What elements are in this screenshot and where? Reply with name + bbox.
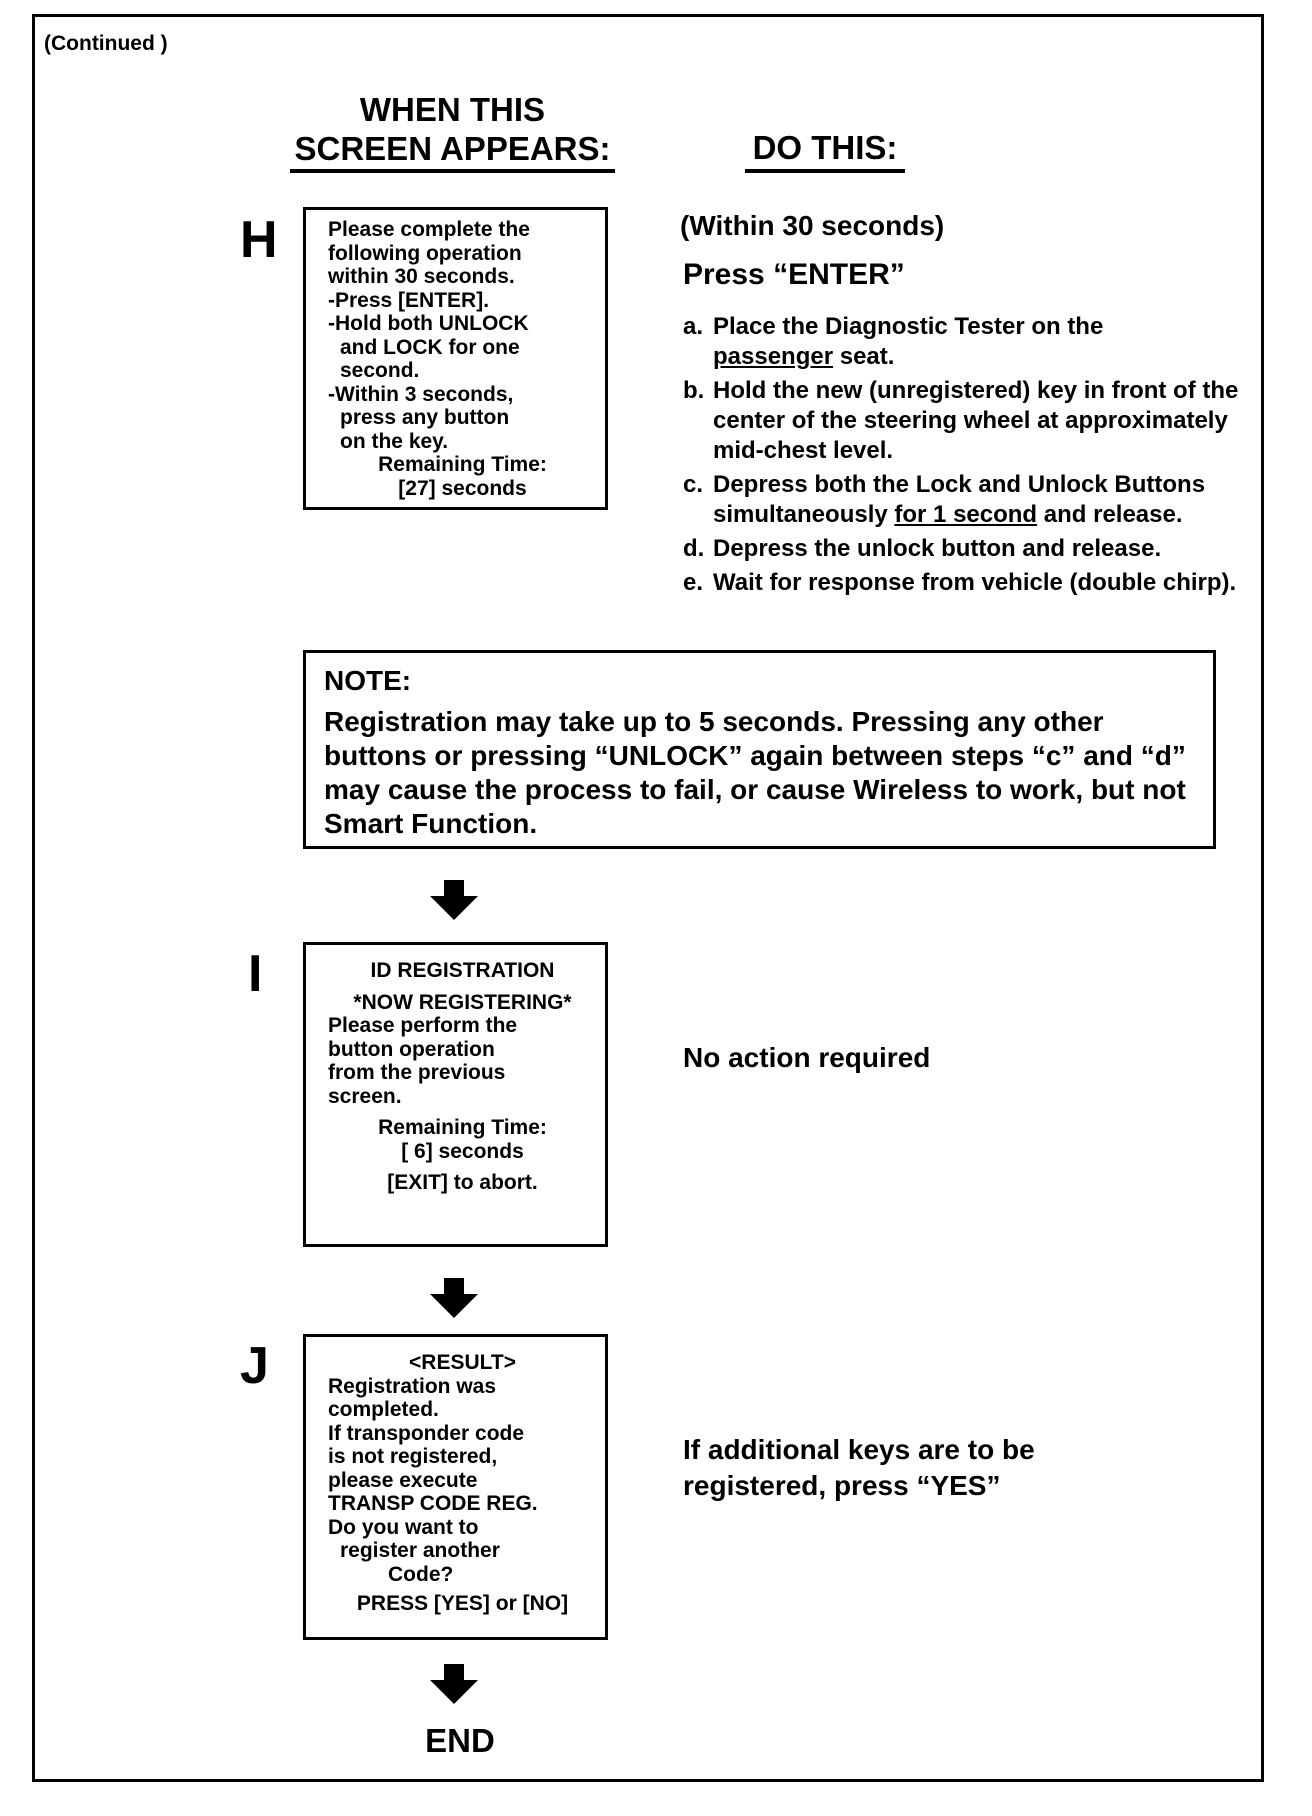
screen-h-line: following operation [328,241,522,265]
arrow-down-icon [430,1664,478,1704]
instruction-e-text: Wait for response from vehicle (double c… [713,569,1237,596]
instruction-c-underlined: for 1 second [894,501,1038,528]
instruction-b-text: Hold the new (unregistered) key in front… [713,377,1239,464]
instruction-d: d. Depress the unlock button and release… [683,534,1243,564]
screen-j: <RESULT> Registration was completed. If … [303,1334,608,1640]
step-j-action-line-1: If additional keys are to be [683,1434,1035,1465]
instruction-d-text: Depress the unlock button and release. [713,535,1162,562]
when-screen-appears-heading: WHEN THIS SCREEN APPEARS: [290,90,615,168]
screen-h-line: second. [340,359,420,382]
end-label: END [425,1722,495,1759]
instruction-a-text: Place the Diagnostic Tester on the [713,313,1104,340]
screen-j-line: TRANSP CODE REG. [328,1492,538,1515]
do-this-heading: DO THIS: [752,129,898,166]
screen-j-line: is not registered, [328,1445,498,1468]
instruction-c-text-end: and release. [1037,501,1183,528]
screen-j-title: <RESULT> [409,1351,516,1374]
heading-line-1: WHEN THIS [359,91,546,128]
screen-i-remaining-label: Remaining Time: [378,1116,547,1139]
screen-j-line: Do you want to [328,1515,479,1539]
screen-h-line: -Within 3 seconds, [328,382,514,406]
screen-j-line: If transponder code [328,1421,525,1445]
screen-h-line: -Hold both UNLOCK [328,312,529,335]
instruction-b: b. Hold the new (unregistered) key in fr… [683,376,1243,466]
screen-i-status: *NOW REGISTERING* [353,990,572,1014]
instruction-letter: e. [683,569,704,596]
screen-j-line: Registration was [328,1374,497,1398]
within-30-seconds: (Within 30 seconds) [680,210,945,241]
screen-j-line: completed. [328,1398,439,1421]
screen-i-line: screen. [328,1084,402,1108]
instruction-letter: c. [683,471,704,498]
heading-line-2: SCREEN APPEARS: [294,130,611,167]
screen-j-line: Code? [388,1562,454,1586]
screen-h-line: -Press [ENTER]. [328,288,490,312]
press-enter-instruction: Press “ENTER” [683,258,905,291]
screen-h-line: on the key. [340,429,449,453]
instruction-c: c. Depress both the Lock and Unlock Butt… [683,470,1243,530]
instruction-letter: b. [683,377,705,404]
step-h-letter: H [240,211,278,269]
step-i-letter: I [248,945,263,1003]
instruction-letter: a. [683,313,704,340]
right-heading-underline [745,169,905,173]
screen-h: Please complete the following operation … [303,207,608,510]
instruction-list: a. Place the Diagnostic Tester on the pas… [683,312,1243,602]
screen-i-title: ID REGISTRATION [370,959,555,982]
step-j-letter: J [240,1337,269,1395]
instruction-letter: d. [683,535,705,562]
instruction-e: e. Wait for response from vehicle (doubl… [683,568,1243,598]
screen-j-line: register another [340,1539,500,1562]
screen-i-line: Please perform the [328,1014,518,1037]
screen-j-prompt: PRESS [YES] or [NO] [356,1592,569,1615]
screen-i-exit: [EXIT] to abort. [387,1171,538,1194]
instruction-text: Depress both the Lock and Unlock Buttons… [713,470,1243,530]
screen-h-line: press any button [340,406,510,429]
note-text: Registration may take up to 5 seconds. P… [324,706,1186,839]
screen-i-line: button operation [328,1037,495,1061]
screen-i-remaining-value: [ 6] seconds [401,1139,524,1163]
screen-h-line: Please complete the [328,218,530,241]
screen-h-line: within 30 seconds. [328,265,515,288]
instruction-a-underlined: passenger [713,343,834,370]
note-box: NOTE: Registration may take up to 5 seco… [303,650,1216,849]
screen-h-remaining-value: [27] seconds [398,476,527,500]
screen-h-line: and LOCK for one [340,335,520,359]
arrow-down-icon [430,880,478,920]
screen-i: ID REGISTRATION *NOW REGISTERING* Please… [303,942,608,1247]
instruction-a-text-end: seat. [833,343,895,370]
left-heading-underline [290,169,615,173]
note-heading: NOTE: [324,665,412,696]
instruction-text: Place the Diagnostic Tester on the passen… [713,312,1103,372]
screen-h-remaining-label: Remaining Time: [378,453,547,476]
continued-label: (Continued ) [44,32,168,55]
page-frame [32,14,1264,1782]
step-j-action-line-2: registered, press “YES” [683,1470,1001,1501]
step-j-action: If additional keys are to be registered,… [683,1432,1035,1504]
screen-j-line: please execute [328,1468,478,1492]
step-i-action: No action required [683,1042,931,1073]
arrow-down-icon [430,1278,478,1318]
instruction-c-text: Depress both the Lock and Unlock Buttons… [713,471,1206,528]
instruction-a: a. Place the Diagnostic Tester on the pas… [683,312,1243,372]
screen-i-line: from the previous [328,1061,506,1084]
